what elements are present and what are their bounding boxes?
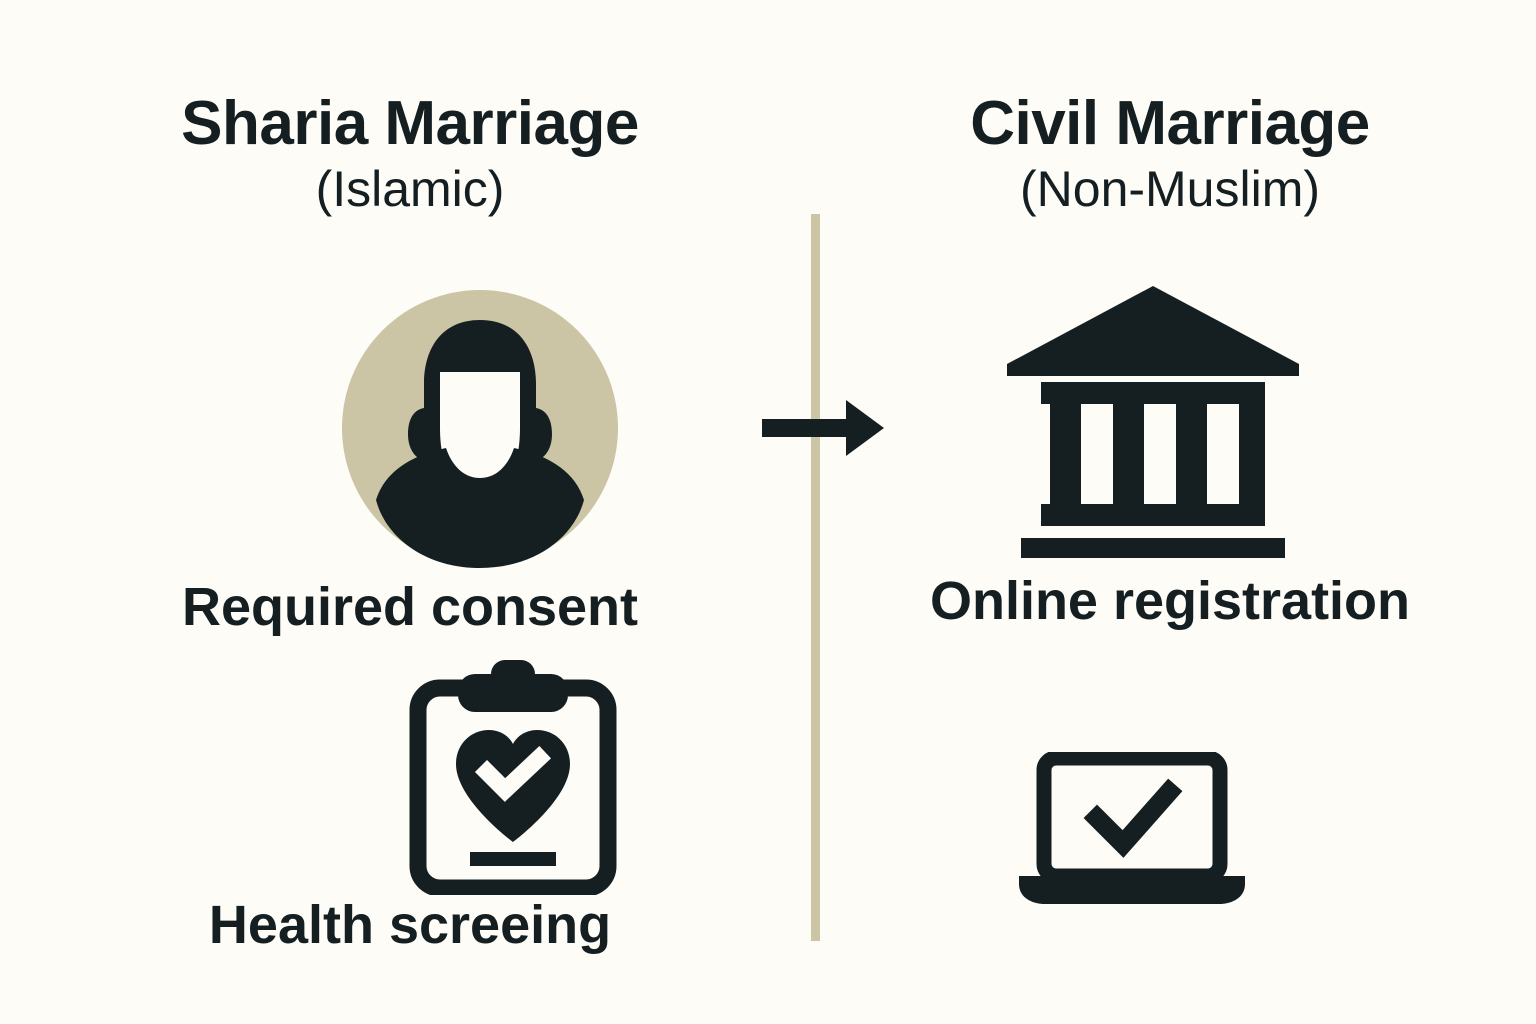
right-heading-block: Civil Marriage (Non-Muslim)	[850, 92, 1490, 219]
avatar-person-icon	[340, 288, 620, 568]
page-subtitle-right: (Non-Muslim)	[1020, 161, 1320, 218]
column-civil-marriage: Civil Marriage (Non-Muslim) Online re	[790, 0, 1536, 1024]
right-arrow	[762, 398, 884, 458]
page-title-right: Civil Marriage	[970, 89, 1370, 158]
item-label-required-consent: Required consent	[181, 577, 639, 637]
item-label-online-registration: Online registration	[929, 571, 1411, 631]
clipboard-heart-check-icon	[408, 660, 618, 895]
page-subtitle-left: (Islamic)	[315, 161, 505, 218]
column-sharia-marriage: Sharia Marriage (Islamic) Required conse…	[30, 0, 790, 1024]
vertical-divider	[811, 214, 820, 941]
item-label-health-screening: Health screeing	[208, 895, 612, 955]
page-title-left: Sharia Marriage	[181, 89, 639, 158]
laptop-check-icon	[1017, 752, 1247, 907]
bank-courthouse-icon	[1003, 282, 1303, 562]
left-heading-block: Sharia Marriage (Islamic)	[50, 92, 770, 219]
